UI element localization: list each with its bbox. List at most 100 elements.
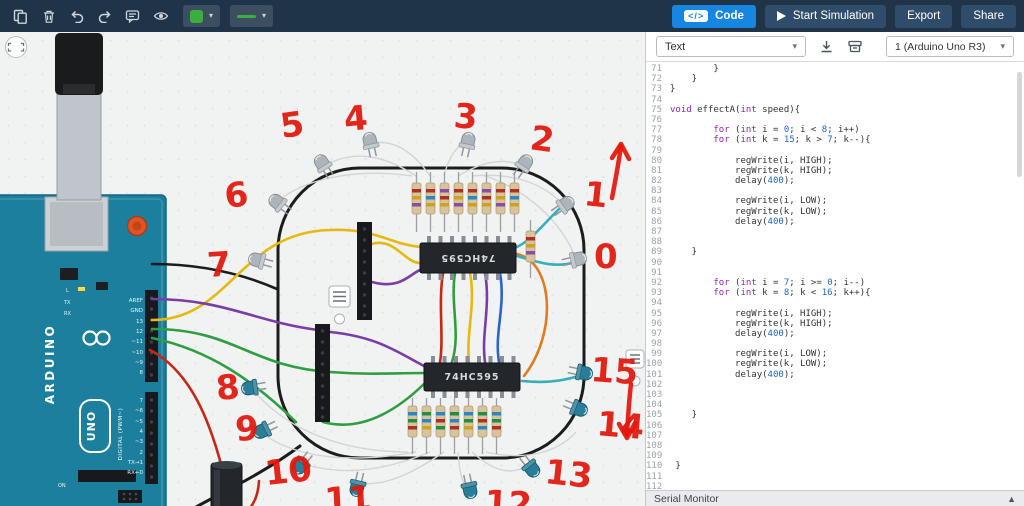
svg-text:TX: TX xyxy=(63,300,71,306)
top-toolbar: ▾ ▾ </> Code Start Simulation Export Sha… xyxy=(0,0,1024,32)
up-arrow-ink xyxy=(609,143,624,201)
orange-wire xyxy=(515,252,549,378)
cyan-wire xyxy=(515,207,561,249)
resistor-row-bottom[interactable] xyxy=(407,398,502,454)
board-led xyxy=(78,287,85,291)
svg-text:13: 13 xyxy=(136,319,143,325)
svg-text:9: 9 xyxy=(234,408,260,450)
svg-text:6: 6 xyxy=(222,174,250,217)
ic-74hc595-2[interactable]: 74HC595 xyxy=(423,356,521,398)
cyan-wire xyxy=(520,374,581,384)
board-dropdown[interactable]: 1 (Arduino Uno R3) ▾ xyxy=(886,36,1014,57)
svg-text:GND: GND xyxy=(130,308,143,314)
female-header-strip[interactable] xyxy=(315,222,372,422)
play-icon xyxy=(776,11,786,21)
purple-wire xyxy=(482,271,489,364)
component-color-dropdown[interactable]: ▾ xyxy=(183,5,221,27)
mode-dropdown[interactable]: Text ▾ xyxy=(656,36,806,57)
board-chip xyxy=(96,282,108,290)
code-button-label: Code xyxy=(715,10,744,22)
component-handle[interactable] xyxy=(334,313,345,325)
svg-text:TX→1: TX→1 xyxy=(127,460,143,466)
arduino-brand: ARDUINO xyxy=(43,324,57,404)
share-label: Share xyxy=(973,10,1004,22)
expand-up-icon[interactable]: ▲ xyxy=(1007,493,1016,504)
svg-text:1: 1 xyxy=(582,174,610,216)
svg-text:10: 10 xyxy=(263,449,314,494)
toolbar-right-group: </> Code Start Simulation Export Share xyxy=(672,4,1016,28)
redo-icon[interactable] xyxy=(92,4,117,28)
view-icon[interactable] xyxy=(148,4,173,28)
svg-text:~6: ~6 xyxy=(135,408,144,414)
svg-text:0: 0 xyxy=(594,237,618,277)
export-label: Export xyxy=(907,10,941,22)
zoom-fit-button[interactable] xyxy=(5,36,27,58)
yellow-wire xyxy=(150,228,422,322)
ground-ring-wire xyxy=(276,166,586,460)
wire-style-dropdown[interactable]: ▾ xyxy=(230,5,274,27)
svg-text:3: 3 xyxy=(452,96,479,138)
svg-text:~10: ~10 xyxy=(131,350,143,356)
usb-cable[interactable] xyxy=(55,33,103,201)
usb-port-inner xyxy=(50,202,103,246)
arduino-indicators: L TX RX ON xyxy=(58,288,71,489)
down-arrow-ink xyxy=(624,381,634,438)
reset-button[interactable] xyxy=(126,215,148,237)
yellow-wire xyxy=(467,271,474,364)
undo-icon[interactable] xyxy=(64,4,89,28)
svg-text:8: 8 xyxy=(140,370,144,376)
editor-scrollbar[interactable] xyxy=(1017,72,1022,177)
svg-text:12: 12 xyxy=(136,329,143,335)
led-14[interactable] xyxy=(560,394,591,421)
svg-text:4: 4 xyxy=(342,98,369,140)
svg-text:ON: ON xyxy=(58,483,66,489)
component-menu-button[interactable] xyxy=(625,349,645,369)
green-wire xyxy=(150,336,298,424)
code-icon: </> xyxy=(684,10,709,22)
notes-icon[interactable] xyxy=(120,4,145,28)
arduino-board[interactable]: ARDUINO UNO DIGITAL (PWM~) AREFGND1312~1… xyxy=(0,33,167,506)
share-button[interactable]: Share xyxy=(961,4,1016,28)
ic-label: 74HC595 xyxy=(445,372,500,383)
component-menu-button[interactable] xyxy=(328,285,351,308)
mode-dropdown-value: Text xyxy=(665,40,686,53)
digital-port-label: DIGITAL (PWM~) xyxy=(118,408,124,461)
digital-pin-header[interactable] xyxy=(145,290,158,484)
export-button[interactable]: Export xyxy=(895,4,953,28)
ic-74hc595-1[interactable]: 74HC595 xyxy=(419,236,517,280)
start-simulation-label: Start Simulation xyxy=(792,10,875,22)
chevron-down-icon: ▾ xyxy=(792,41,797,51)
ic-label: 74HC595 xyxy=(441,252,496,263)
svg-text:L: L xyxy=(66,288,69,294)
code-panel-header: Text ▾ 1 (Arduino Uno R3) ▾ xyxy=(646,32,1024,62)
resistor-row-top[interactable] xyxy=(411,172,536,278)
download-icon[interactable] xyxy=(819,39,834,54)
capacitor[interactable] xyxy=(210,461,243,506)
component-color-swatch xyxy=(190,9,203,23)
svg-text:~11: ~11 xyxy=(131,339,143,345)
code-panel: Text ▾ 1 (Arduino Uno R3) ▾ 71 }72 }73}7… xyxy=(646,32,1024,506)
delete-icon[interactable] xyxy=(36,4,61,28)
serial-monitor-label: Serial Monitor xyxy=(654,492,719,505)
library-icon[interactable] xyxy=(847,39,863,54)
blue-wire xyxy=(496,271,504,364)
chevron-down-icon: ▾ xyxy=(262,11,267,20)
code-button[interactable]: </> Code xyxy=(672,4,756,28)
down-arrow-ink xyxy=(616,420,638,441)
start-simulation-button[interactable]: Start Simulation xyxy=(764,4,887,28)
purple-wire xyxy=(328,330,430,370)
svg-text:RX: RX xyxy=(64,311,71,317)
svg-text:RX←0: RX←0 xyxy=(127,470,143,476)
board-chip xyxy=(60,268,78,280)
arduino-logo-icon xyxy=(95,330,111,346)
purple-wire xyxy=(370,268,422,286)
annotation-arrows xyxy=(609,141,638,441)
svg-text:13: 13 xyxy=(543,452,594,497)
copy-icon[interactable] xyxy=(8,4,33,28)
serial-monitor-bar[interactable]: Serial Monitor ▲ xyxy=(646,490,1024,506)
